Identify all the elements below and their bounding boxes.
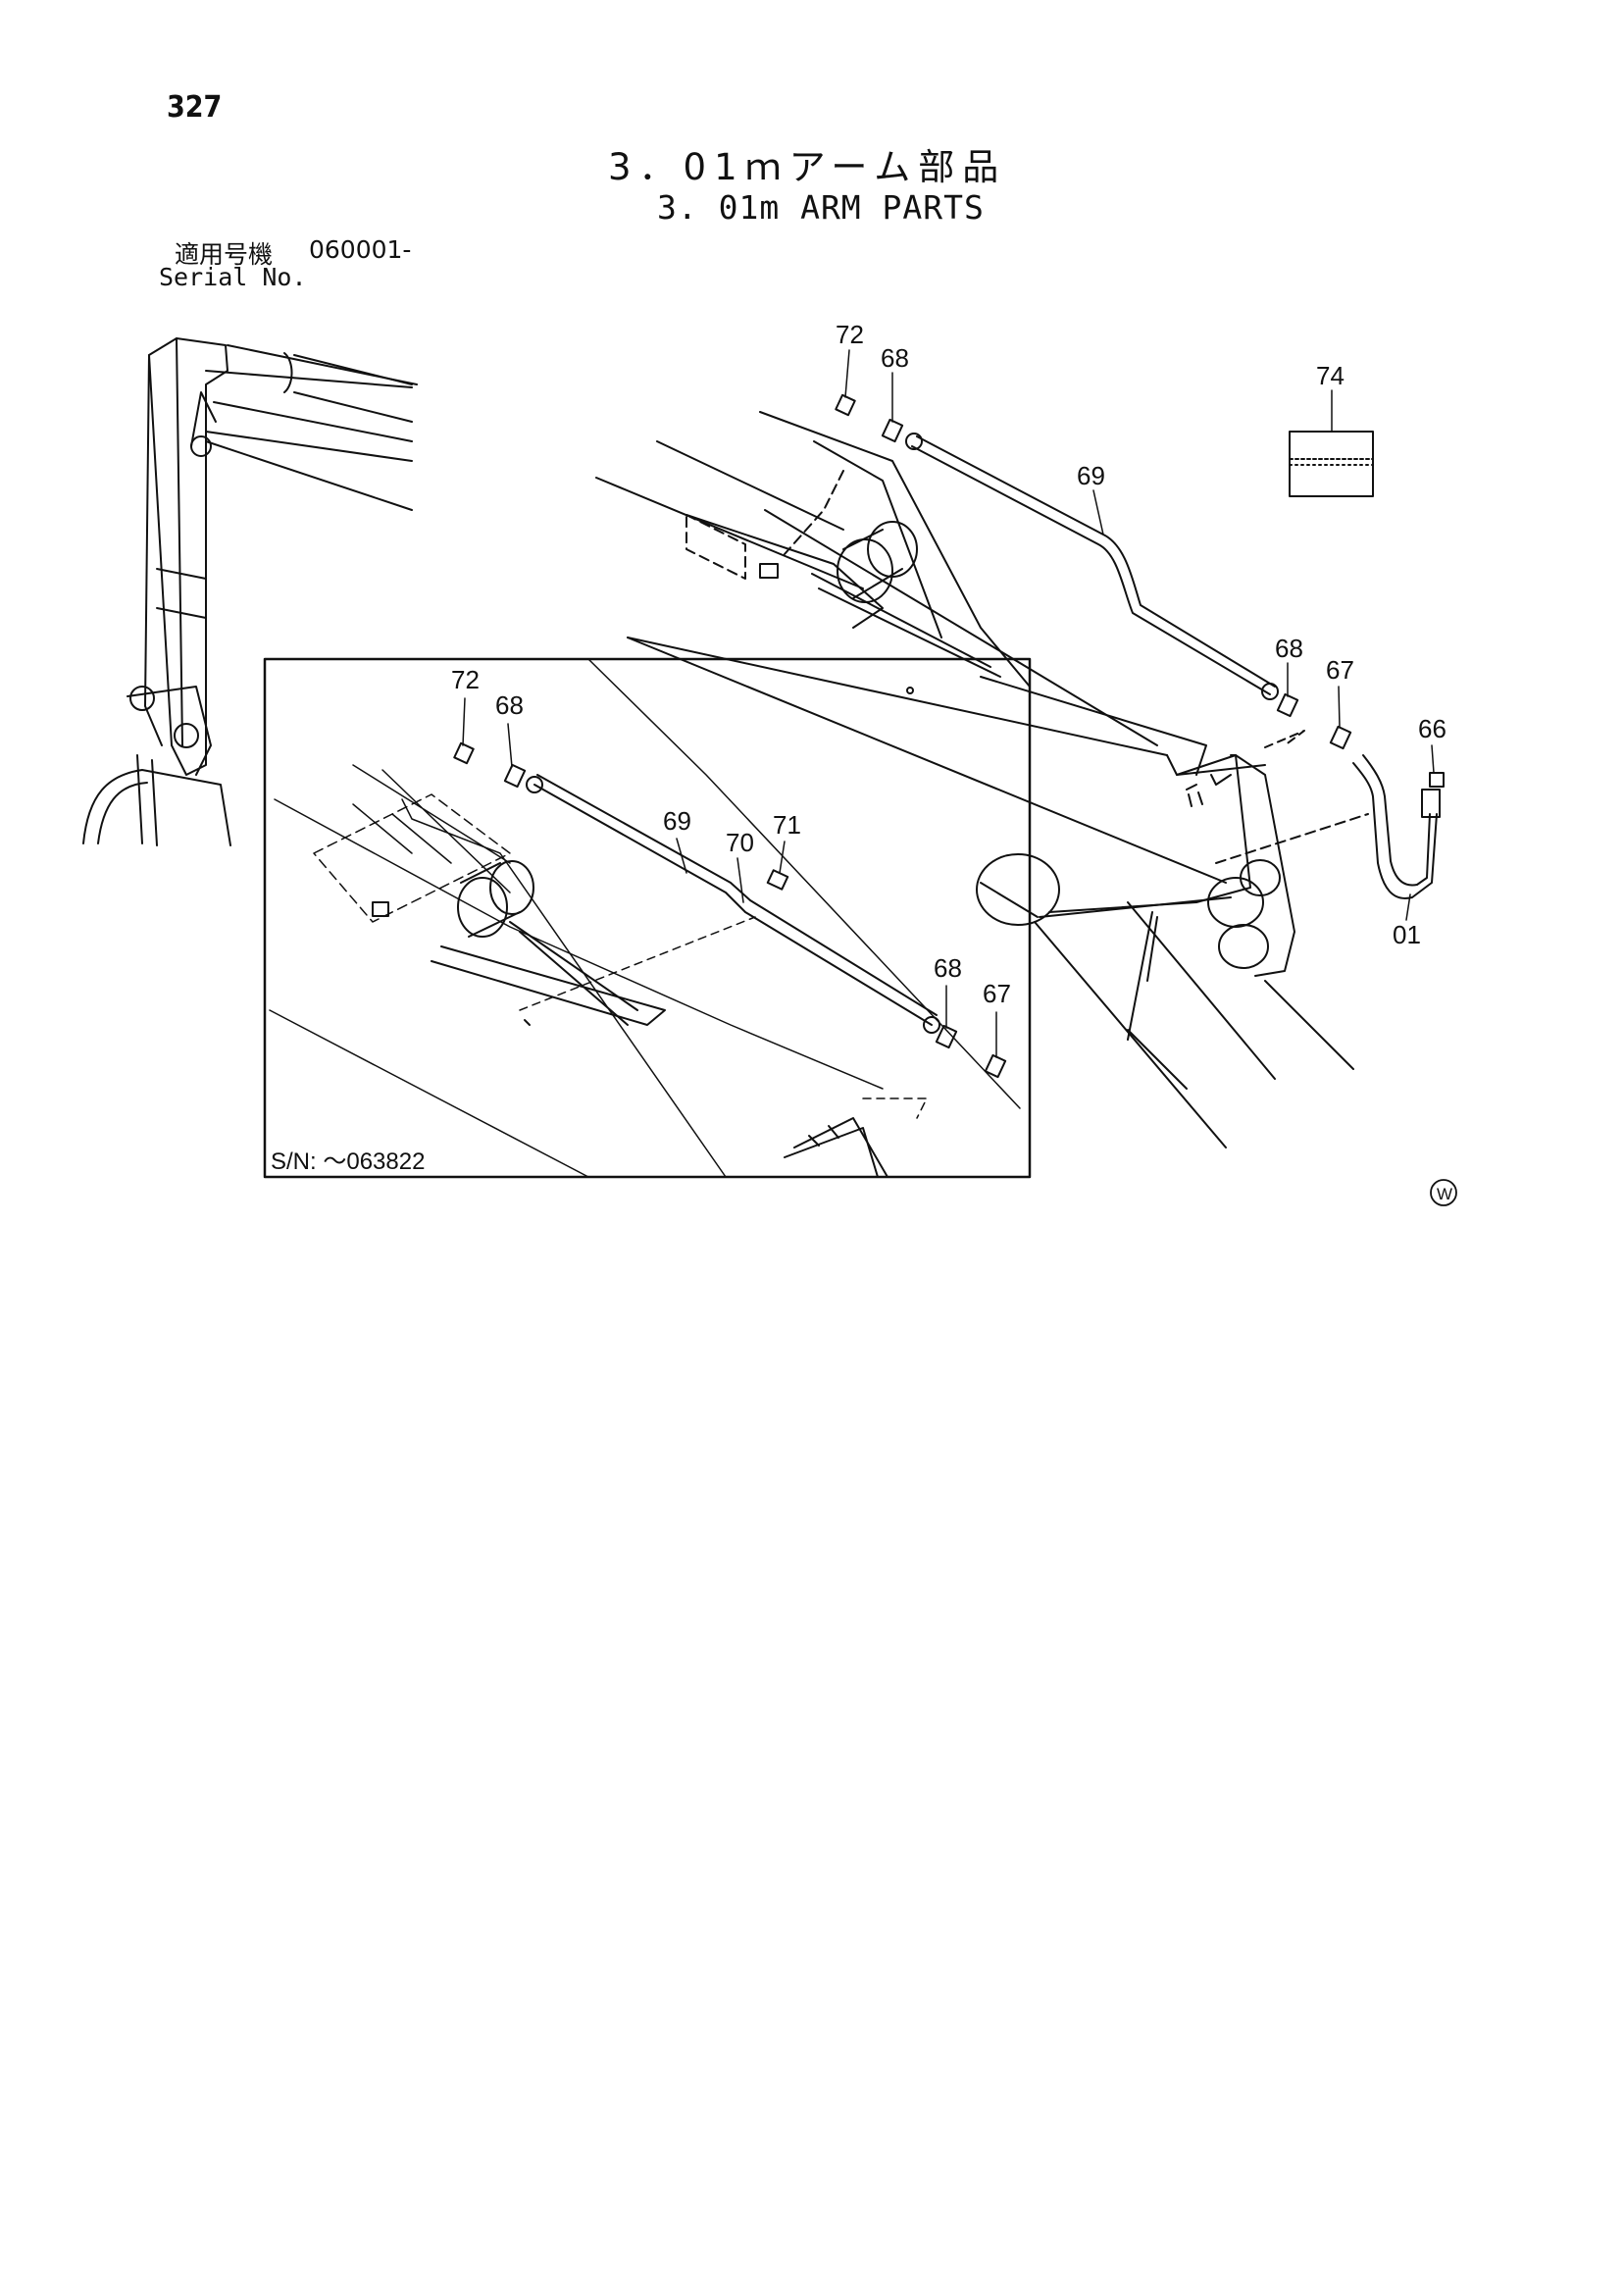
serial-label-english: Serial No. bbox=[159, 263, 307, 291]
w-mark-letter: W bbox=[1437, 1185, 1452, 1203]
callout-01: 01 bbox=[1393, 920, 1421, 949]
serial-label-japanese: 適用号機 bbox=[175, 240, 274, 269]
callout-72-main: 72 bbox=[836, 320, 864, 349]
inset-serial-range: S/N: ～063822 bbox=[271, 1148, 425, 1175]
callout-67-main: 67 bbox=[1326, 655, 1354, 685]
callout-68-main-right: 68 bbox=[1275, 634, 1303, 663]
main-leader-lines bbox=[844, 349, 1435, 921]
main-arm-drawing bbox=[595, 393, 1445, 1148]
page-number: 327 bbox=[167, 90, 223, 125]
callout-67-inset: 67 bbox=[983, 979, 1011, 1008]
callout-68-inset-right: 68 bbox=[934, 953, 962, 983]
serial-value: 060001- bbox=[309, 235, 412, 264]
callout-74: 74 bbox=[1316, 361, 1345, 390]
callout-70: 70 bbox=[726, 828, 754, 857]
title-japanese: 3．01ｍアーム部品 bbox=[608, 146, 1007, 188]
callout-68-inset-top: 68 bbox=[495, 690, 524, 720]
inset-leader-lines bbox=[462, 697, 997, 1058]
callout-68-main-top: 68 bbox=[881, 343, 909, 373]
machine-overview-drawing bbox=[82, 337, 418, 846]
w-mark: W bbox=[1430, 1179, 1457, 1206]
title-english: 3. 01m ARM PARTS bbox=[657, 188, 985, 227]
callout-71: 71 bbox=[773, 810, 801, 840]
callout-69-inset: 69 bbox=[663, 806, 691, 836]
callout-66: 66 bbox=[1418, 714, 1446, 743]
callout-69-main: 69 bbox=[1077, 461, 1105, 490]
inset-box bbox=[263, 657, 1032, 1179]
callout-72-inset: 72 bbox=[451, 665, 480, 694]
label-plate-part-74 bbox=[1289, 389, 1374, 497]
